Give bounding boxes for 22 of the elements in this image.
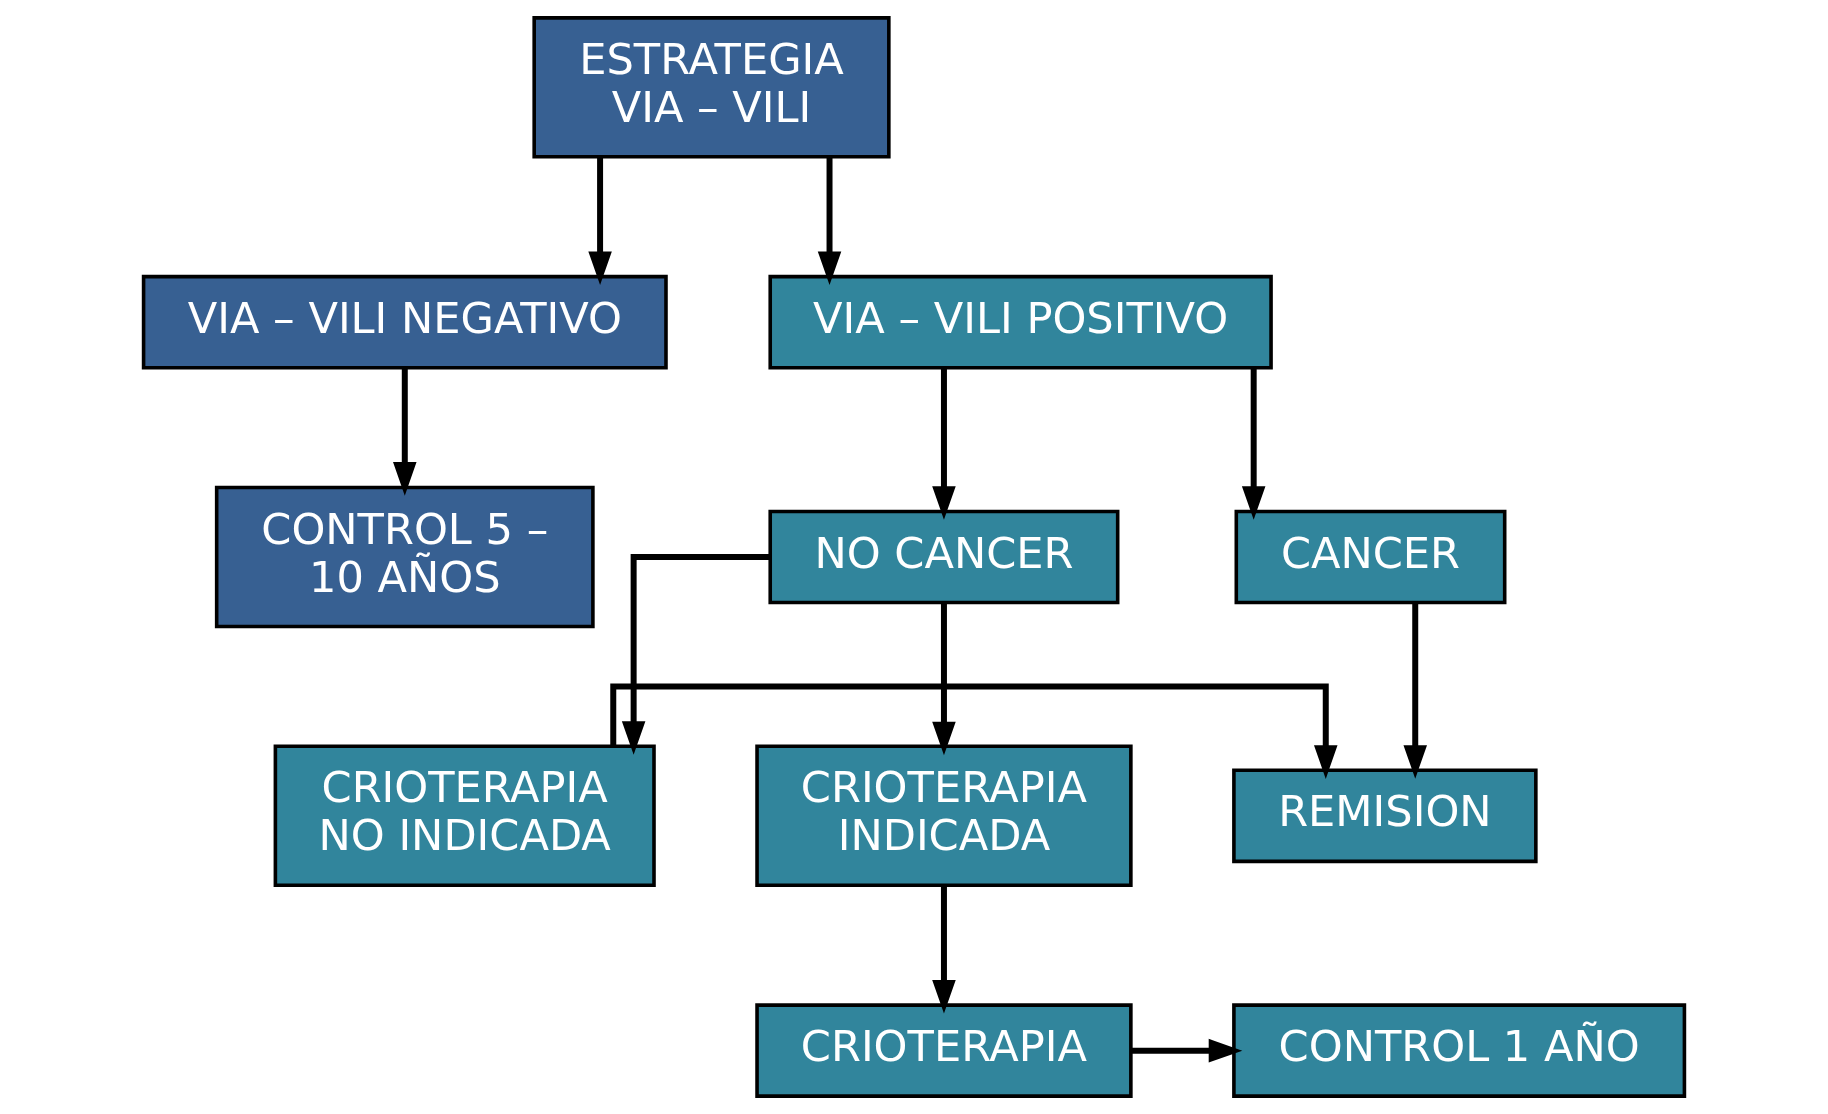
node-box: ESTRATEGIA VIA – VILI — [532, 16, 891, 159]
node-box: CONTROL 1 AÑO — [1232, 1003, 1687, 1098]
node-box: VIA – VILI NEGATIVO — [141, 274, 668, 370]
arrow — [393, 368, 417, 496]
arrow — [1403, 602, 1427, 779]
node-box: VIA – VILI POSITIVO — [768, 274, 1273, 370]
arrow — [817, 157, 842, 286]
arrow — [932, 885, 956, 1014]
arrow — [610, 683, 1338, 779]
node-box: CRIOTERAPIA NO INDICADA — [273, 744, 656, 888]
node-box: NO CANCER — [768, 509, 1120, 605]
arrow — [588, 157, 612, 286]
node-box: CANCER — [1234, 509, 1507, 605]
arrow — [621, 554, 770, 755]
arrow — [1131, 1038, 1243, 1063]
arrow — [932, 602, 956, 756]
node-box: CRIOTERAPIA — [755, 1003, 1133, 1098]
arrow — [932, 368, 956, 520]
node-box: REMISION — [1232, 768, 1538, 864]
arrow — [1241, 368, 1266, 520]
node-box: CRIOTERAPIA INDICADA — [755, 744, 1133, 888]
node-box: CONTROL 5 – 10 AÑOS — [214, 485, 595, 629]
